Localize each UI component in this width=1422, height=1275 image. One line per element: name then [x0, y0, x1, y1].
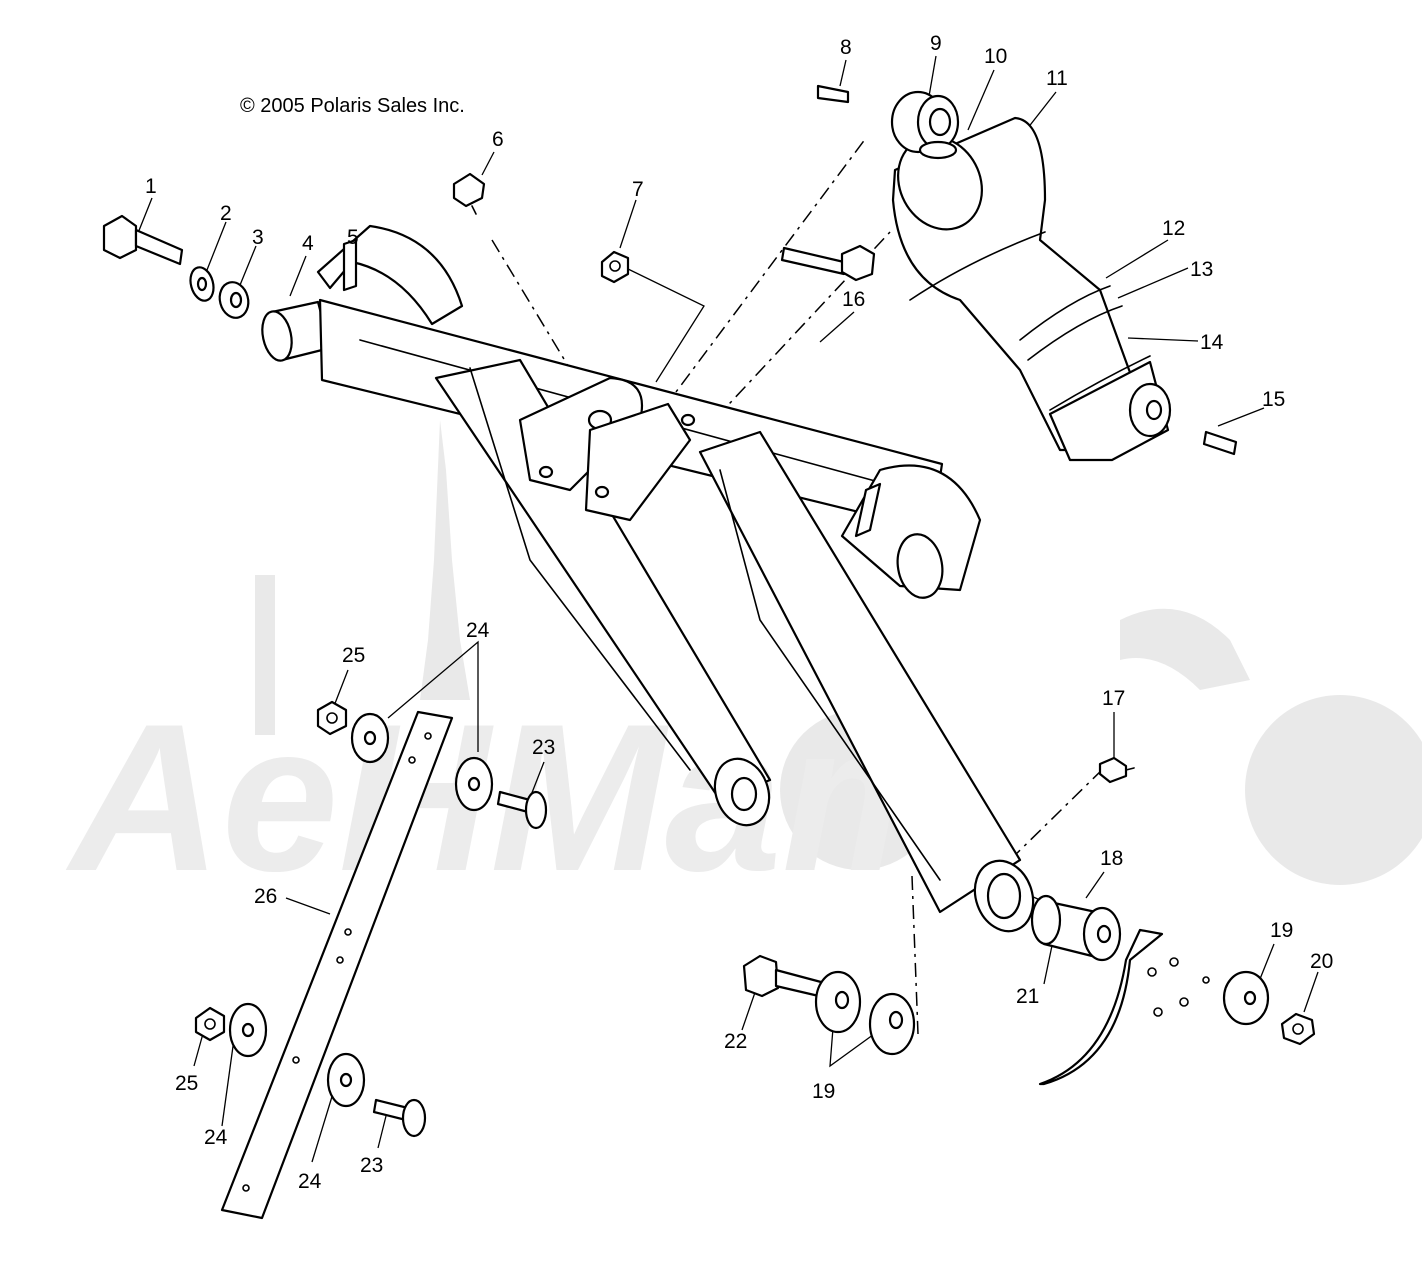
callout-16: 16 — [842, 288, 865, 311]
washer-part-19-right — [1222, 970, 1270, 1026]
nut-part-25-upper — [316, 700, 348, 736]
bolt-part-16 — [780, 244, 876, 282]
callout-15: 15 — [1262, 388, 1285, 411]
callout-10: 10 — [984, 45, 1007, 68]
nut-part-7 — [600, 250, 630, 284]
callout-1: 1 — [145, 175, 157, 198]
callout-22: 22 — [724, 1030, 747, 1053]
callout-17: 17 — [1102, 687, 1125, 710]
callout-7: 7 — [632, 178, 644, 201]
callout-8: 8 — [840, 36, 852, 59]
torque-arm-assembly — [318, 298, 1035, 933]
washers-part-19-lower — [814, 970, 916, 1056]
callout-24a: 24 — [466, 619, 490, 642]
pin-part-15 — [1202, 430, 1238, 456]
callout-26: 26 — [254, 885, 277, 908]
callout-4: 4 — [302, 232, 314, 255]
callout-12: 12 — [1162, 217, 1185, 240]
copyright-text: © 2005 Polaris Sales Inc. — [240, 95, 465, 117]
pin-part-8 — [816, 84, 850, 104]
pin-part-23-upper — [496, 790, 548, 830]
bushing-part-18 — [1030, 894, 1122, 962]
grease-fitting-part-6 — [452, 172, 486, 215]
callout-labels: 1 2 3 4 5 6 7 8 9 10 11 12 13 14 15 16 1… — [145, 32, 1333, 1193]
callout-24b: 24 — [204, 1126, 228, 1149]
strap-part-26 — [220, 710, 454, 1220]
callout-9: 9 — [930, 32, 942, 55]
callout-19b: 19 — [812, 1080, 835, 1103]
shock-absorber-parts-9-14 — [890, 90, 1172, 462]
grease-fitting-part-17 — [1098, 756, 1135, 784]
callout-23b: 23 — [360, 1154, 383, 1177]
bushing-part-4 — [261, 300, 332, 362]
washer-part-2 — [189, 266, 215, 302]
bolt-part-1 — [102, 214, 184, 266]
callout-11: 11 — [1046, 67, 1068, 90]
callout-25b: 25 — [175, 1072, 198, 1095]
callout-3: 3 — [252, 226, 264, 249]
callout-6: 6 — [492, 128, 504, 151]
callout-19a: 19 — [1270, 919, 1293, 942]
washer-part-3 — [218, 281, 250, 319]
callout-20: 20 — [1310, 950, 1333, 973]
callout-23a: 23 — [532, 736, 555, 759]
washer-part-24-upper-b — [454, 756, 494, 812]
callout-25a: 25 — [342, 644, 365, 667]
pin-part-23-lower — [372, 1098, 427, 1138]
nut-part-20 — [1280, 1012, 1316, 1046]
washer-part-24-lower-a — [228, 1002, 268, 1058]
callout-2: 2 — [220, 202, 232, 225]
washer-part-24-lower-b — [326, 1052, 366, 1108]
callout-18: 18 — [1100, 847, 1123, 870]
callout-24c: 24 — [298, 1170, 322, 1193]
nut-part-25-lower — [194, 1006, 226, 1042]
slide-rail-section — [1038, 928, 1210, 1086]
callout-21: 21 — [1016, 985, 1039, 1008]
washer-part-24-upper-a — [350, 712, 390, 764]
bracket-part-5 — [316, 224, 464, 326]
callout-13: 13 — [1190, 258, 1213, 281]
callout-14: 14 — [1200, 331, 1224, 354]
callout-5: 5 — [347, 226, 359, 249]
